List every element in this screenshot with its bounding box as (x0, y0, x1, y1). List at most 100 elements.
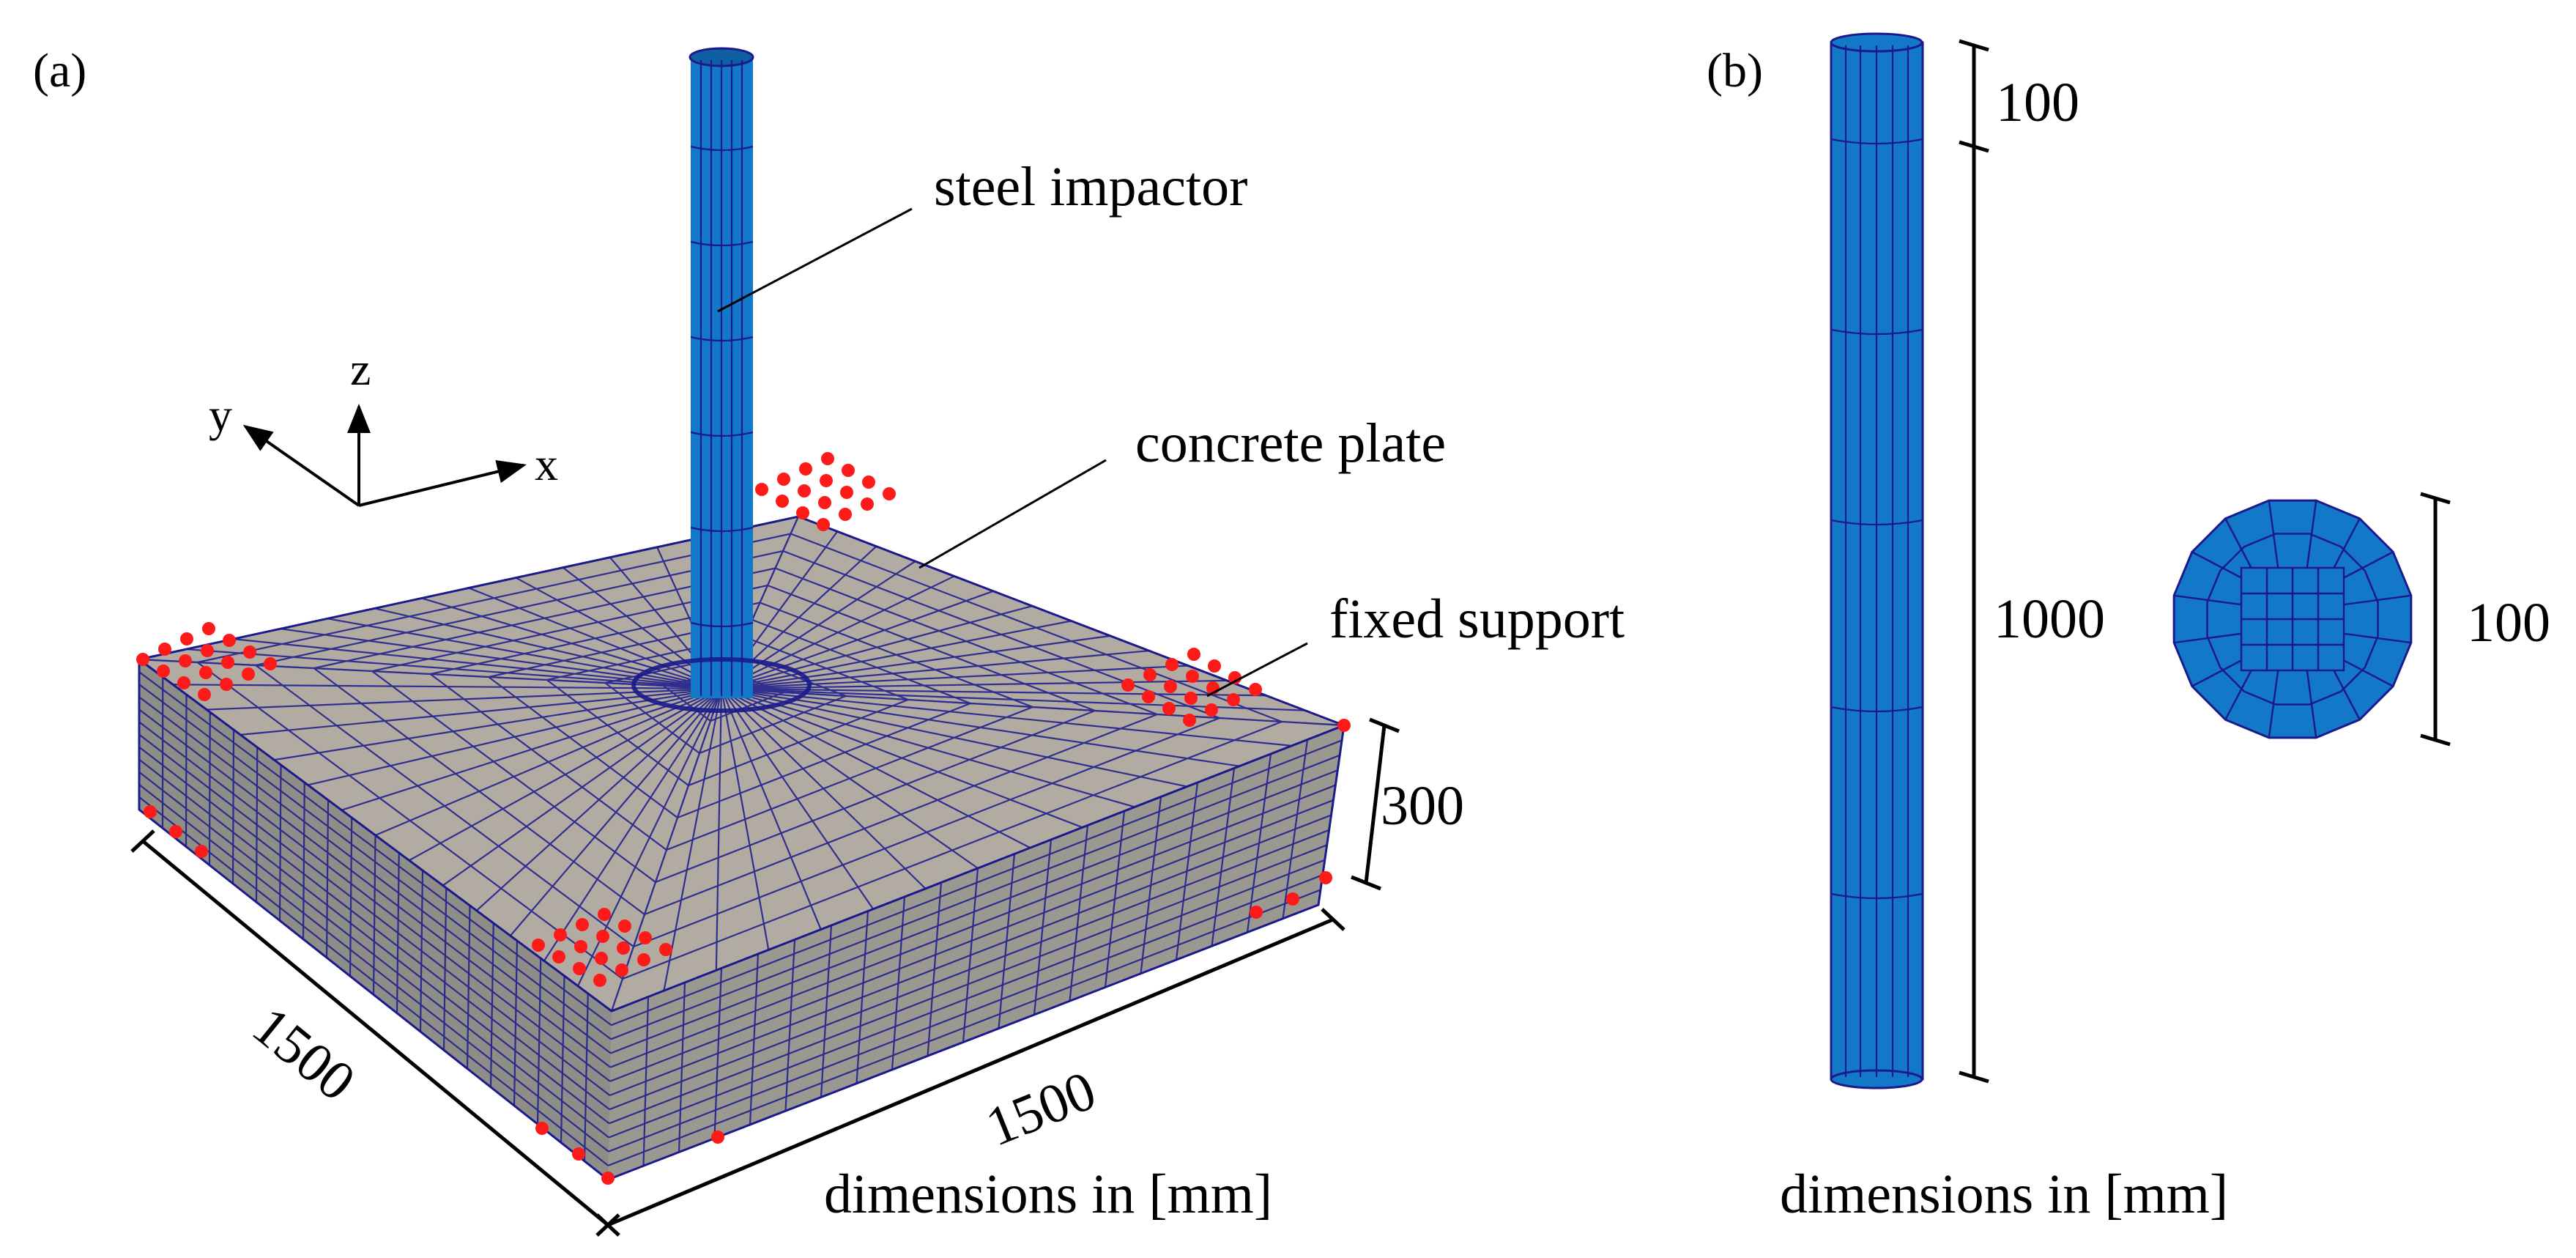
support-dot (535, 1122, 549, 1135)
support-dot (598, 908, 611, 921)
support-dot (242, 667, 255, 681)
support-dot (1143, 668, 1157, 681)
width-dimension (595, 908, 1345, 1237)
panel-b-tag: (b) (1707, 44, 1763, 97)
support-dot (199, 666, 212, 679)
support-dot (1184, 692, 1198, 705)
support-dot (201, 644, 214, 657)
support-dot (1337, 719, 1351, 732)
impactor-cross-section (2172, 499, 2413, 739)
support-dot (617, 941, 630, 955)
support-dot (1165, 658, 1178, 671)
support-dot (1183, 714, 1196, 727)
axis-x-label: x (535, 438, 558, 490)
axis-x-arrow (358, 460, 527, 507)
segment-dimension (1959, 39, 1989, 1084)
axis-y-arrow (242, 424, 360, 507)
support-dot (202, 622, 215, 635)
support-dot (596, 930, 609, 943)
support-dot (220, 678, 233, 691)
panel-a-footer: dimensions in [mm] (824, 1163, 1272, 1225)
segment-value: 100 (1996, 72, 2079, 133)
support-dot (618, 920, 631, 933)
support-leader-line (1206, 642, 1308, 698)
thickness-value: 300 (1381, 775, 1464, 837)
support-dot (1227, 693, 1240, 706)
support-dot (572, 1147, 585, 1161)
axis-z-label: z (350, 343, 371, 395)
support-dot (195, 845, 208, 858)
panel-b-footer: dimensions in [mm] (1780, 1163, 2228, 1225)
support-dot (1187, 648, 1200, 661)
support-dot (1121, 678, 1135, 692)
support-dot (818, 496, 831, 509)
axis-y-label: y (209, 389, 232, 441)
support-dot (552, 950, 565, 963)
support-dot (755, 483, 768, 496)
plate-label: concrete plate (1135, 412, 1446, 474)
support-dot (1162, 702, 1176, 715)
panel-a: (a) z x y steel impacto (33, 44, 1625, 1237)
support-dot (821, 452, 834, 465)
width-value: 1500 (978, 1059, 1104, 1158)
diameter-value: 100 (2467, 592, 2550, 654)
plate-leader-line (918, 459, 1107, 569)
support-dot (158, 643, 171, 656)
panel-b: (b) 100 1000 100 dimensions (1707, 32, 2550, 1225)
thickness-dimension (1351, 717, 1400, 891)
support-dot (1205, 703, 1218, 717)
cross-section-mesh (2174, 500, 2411, 738)
support-dot (799, 462, 812, 476)
side-view-mesh (1830, 45, 1923, 1077)
length-1000-value: 1000 (1994, 588, 2105, 650)
concrete-plate (137, 515, 1348, 1181)
support-dot (776, 495, 789, 508)
support-dot (136, 653, 149, 666)
support-dot (839, 508, 852, 521)
diameter-dimension (2420, 492, 2451, 747)
support-dot (573, 962, 586, 975)
impactor-mesh (690, 60, 754, 696)
support-dot (1319, 871, 1332, 884)
support-dot (1186, 670, 1199, 683)
support-dot (1286, 892, 1299, 906)
support-dot (820, 474, 833, 487)
coordinate-axes (242, 404, 527, 507)
support-dot (861, 497, 874, 511)
support-label: fixed support (1329, 588, 1625, 650)
fixed-support-dots (136, 452, 1351, 1185)
support-dot (157, 665, 170, 678)
impactor-contact-zone (631, 657, 812, 713)
support-dot (615, 963, 628, 977)
support-dot (169, 825, 182, 838)
steel-impactor (631, 47, 812, 713)
impactor-leader-line (717, 207, 913, 313)
support-dot (179, 654, 192, 667)
support-dot (1249, 683, 1262, 696)
panel-a-tag: (a) (33, 44, 86, 97)
length-value: 1500 (241, 995, 366, 1113)
support-dot (659, 943, 672, 956)
support-dot (576, 918, 589, 931)
support-dot (601, 1172, 615, 1185)
support-dot (883, 487, 896, 500)
support-dot (532, 939, 545, 952)
support-dot (798, 484, 811, 497)
support-dot (221, 656, 234, 669)
support-dot (1250, 906, 1263, 919)
support-dot (840, 486, 853, 499)
support-dot (144, 805, 157, 818)
impactor-side-view (1830, 32, 1924, 1089)
support-dot (711, 1131, 724, 1144)
support-dot (777, 473, 790, 486)
support-dot (574, 940, 587, 953)
support-dot (796, 506, 809, 519)
support-dot (264, 657, 277, 670)
support-dot (1228, 671, 1241, 684)
support-dot (637, 953, 650, 966)
support-dot (1208, 659, 1221, 673)
impactor-label: steel impactor (934, 156, 1247, 218)
support-dot (1164, 680, 1177, 693)
support-dot (817, 518, 830, 531)
